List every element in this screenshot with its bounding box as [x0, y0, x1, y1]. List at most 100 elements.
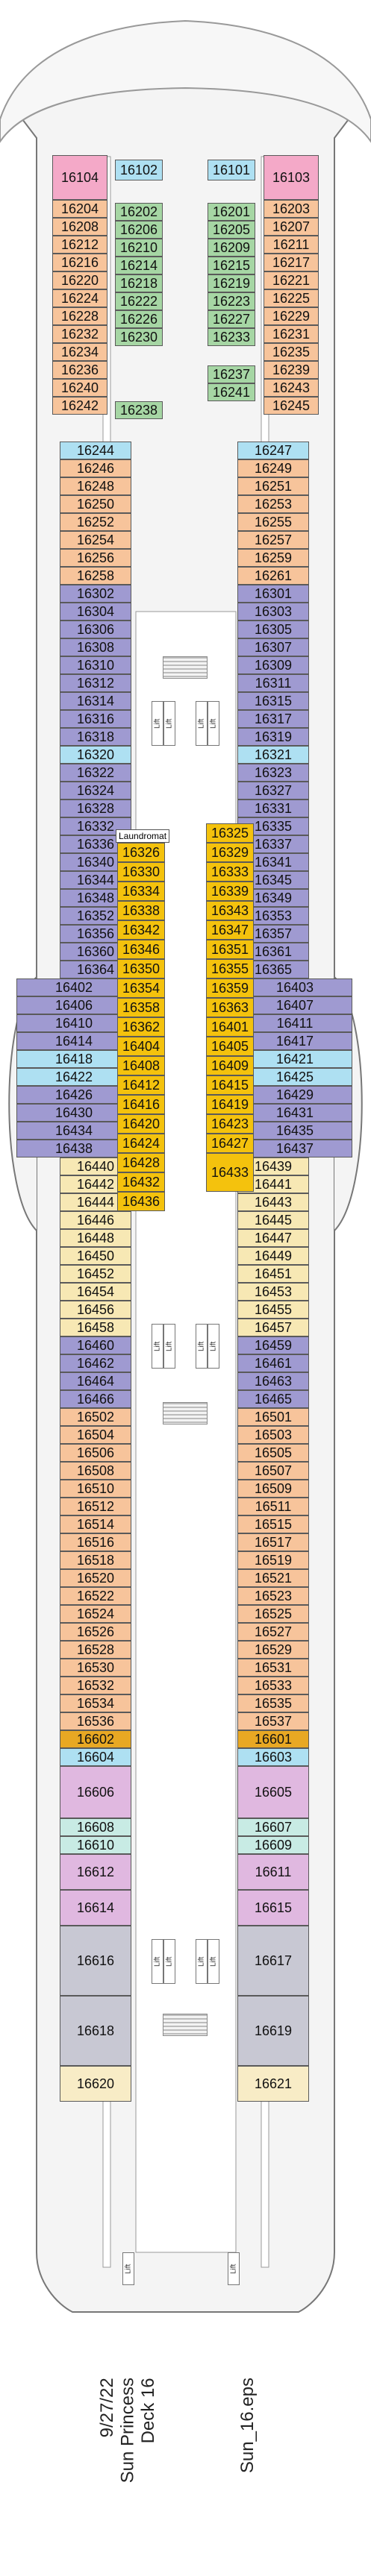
lift-icon: Lift — [152, 1324, 163, 1369]
cabin-16236: 16236 — [52, 361, 107, 379]
cabin-16308: 16308 — [60, 638, 131, 656]
cabin-16532: 16532 — [60, 1677, 131, 1694]
cabin-16506: 16506 — [60, 1444, 131, 1462]
cabin-16501: 16501 — [237, 1408, 309, 1426]
caption-block: 9/27/22 Sun Princess Deck 16 — [97, 2378, 159, 2483]
cabin-16255: 16255 — [237, 513, 309, 531]
cabin-16244: 16244 — [60, 442, 131, 459]
cabin-16319: 16319 — [237, 728, 309, 746]
cabin-16426: 16426 — [16, 1086, 131, 1104]
cabin-16422: 16422 — [16, 1068, 131, 1086]
cabin-16530: 16530 — [60, 1659, 131, 1677]
lift-icon: Lift — [208, 701, 219, 746]
cabin-16310: 16310 — [60, 656, 131, 674]
cabin-16423: 16423 — [206, 1114, 254, 1134]
cabin-16362: 16362 — [117, 1017, 165, 1037]
cabin-16448: 16448 — [60, 1229, 131, 1247]
cabin-16261: 16261 — [237, 567, 309, 585]
cabin-16446: 16446 — [60, 1211, 131, 1229]
stairs-aft — [163, 2014, 208, 2036]
cabin-16343: 16343 — [206, 901, 254, 920]
cabin-16331: 16331 — [237, 799, 309, 817]
cabin-16253: 16253 — [237, 495, 309, 513]
cabin-16304: 16304 — [60, 603, 131, 621]
lift-icon: Lift — [196, 701, 208, 746]
cabin-16404: 16404 — [117, 1037, 165, 1056]
cabin-16512: 16512 — [60, 1498, 131, 1515]
cabin-16258: 16258 — [60, 567, 131, 585]
cabin-16342: 16342 — [117, 920, 165, 940]
cabin-16436: 16436 — [117, 1192, 165, 1211]
cabin-16204: 16204 — [52, 200, 107, 218]
cabin-16233: 16233 — [208, 328, 255, 346]
cabin-16502: 16502 — [60, 1408, 131, 1426]
lift-icon: Lift — [208, 1939, 219, 1984]
cabin-16305: 16305 — [237, 621, 309, 638]
cabin-16102: 16102 — [115, 160, 163, 180]
lift-icon: Lift — [152, 701, 163, 746]
cabin-16203: 16203 — [264, 200, 319, 218]
cabin-16505: 16505 — [237, 1444, 309, 1462]
cabin-16463: 16463 — [237, 1372, 309, 1390]
cabin-16326: 16326 — [117, 843, 165, 862]
cabin-16602: 16602 — [60, 1730, 131, 1748]
cabin-16607: 16607 — [237, 1818, 309, 1836]
cabin-16431: 16431 — [237, 1104, 352, 1122]
cabin-16411: 16411 — [237, 1014, 352, 1032]
cabin-16410: 16410 — [16, 1014, 131, 1032]
cabin-16504: 16504 — [60, 1426, 131, 1444]
cabin-16433: 16433 — [206, 1153, 254, 1192]
cabin-16351: 16351 — [206, 940, 254, 959]
lift-icon: Lift — [163, 701, 175, 746]
cabin-16325: 16325 — [206, 823, 254, 843]
cabin-16522: 16522 — [60, 1587, 131, 1605]
cabin-16217: 16217 — [264, 254, 319, 271]
cabin-16358: 16358 — [117, 998, 165, 1017]
cabin-16518: 16518 — [60, 1551, 131, 1569]
cabin-16250: 16250 — [60, 495, 131, 513]
laundromat-label: Laundromat — [116, 829, 170, 843]
cabin-16606: 16606 — [60, 1766, 131, 1818]
cabin-16414: 16414 — [16, 1032, 131, 1050]
cabin-16256: 16256 — [60, 549, 131, 567]
cabin-16222: 16222 — [115, 292, 163, 310]
cabin-16524: 16524 — [60, 1605, 131, 1623]
cabin-16315: 16315 — [237, 692, 309, 710]
cabin-16614: 16614 — [60, 1890, 131, 1926]
cabin-16257: 16257 — [237, 531, 309, 549]
cabin-16314: 16314 — [60, 692, 131, 710]
cabin-16443: 16443 — [237, 1193, 309, 1211]
lift-icon: Lift — [163, 1939, 175, 1984]
cabin-16234: 16234 — [52, 343, 107, 361]
cabin-16610: 16610 — [60, 1836, 131, 1854]
cabin-16424: 16424 — [117, 1134, 165, 1153]
cabin-16406: 16406 — [16, 996, 131, 1014]
cabin-16363: 16363 — [206, 998, 254, 1017]
cabin-16535: 16535 — [237, 1694, 309, 1712]
cabin-16241: 16241 — [208, 383, 255, 401]
cabin-16248: 16248 — [60, 477, 131, 495]
lift-icon: Lift — [163, 1324, 175, 1369]
cabin-16405: 16405 — [206, 1037, 254, 1056]
cabin-16525: 16525 — [237, 1605, 309, 1623]
cabin-16209: 16209 — [208, 239, 255, 257]
cabin-16458: 16458 — [60, 1319, 131, 1336]
cabin-16103: 16103 — [264, 155, 319, 200]
cabin-16519: 16519 — [237, 1551, 309, 1569]
cabin-16447: 16447 — [237, 1229, 309, 1247]
cabin-16425: 16425 — [237, 1068, 352, 1086]
cabin-16615: 16615 — [237, 1890, 309, 1926]
cabin-16516: 16516 — [60, 1533, 131, 1551]
cabin-16220: 16220 — [52, 271, 107, 289]
cabin-16242: 16242 — [52, 397, 107, 415]
ship-name: Sun Princess — [117, 2378, 138, 2484]
cabin-16201: 16201 — [208, 203, 255, 221]
cabin-16323: 16323 — [237, 764, 309, 782]
lift-icon: Lift — [196, 1324, 208, 1369]
cabin-16311: 16311 — [237, 674, 309, 692]
cabin-16517: 16517 — [237, 1533, 309, 1551]
cabin-16523: 16523 — [237, 1587, 309, 1605]
cabin-16302: 16302 — [60, 585, 131, 603]
cabin-16529: 16529 — [237, 1641, 309, 1659]
cabin-16408: 16408 — [117, 1056, 165, 1075]
